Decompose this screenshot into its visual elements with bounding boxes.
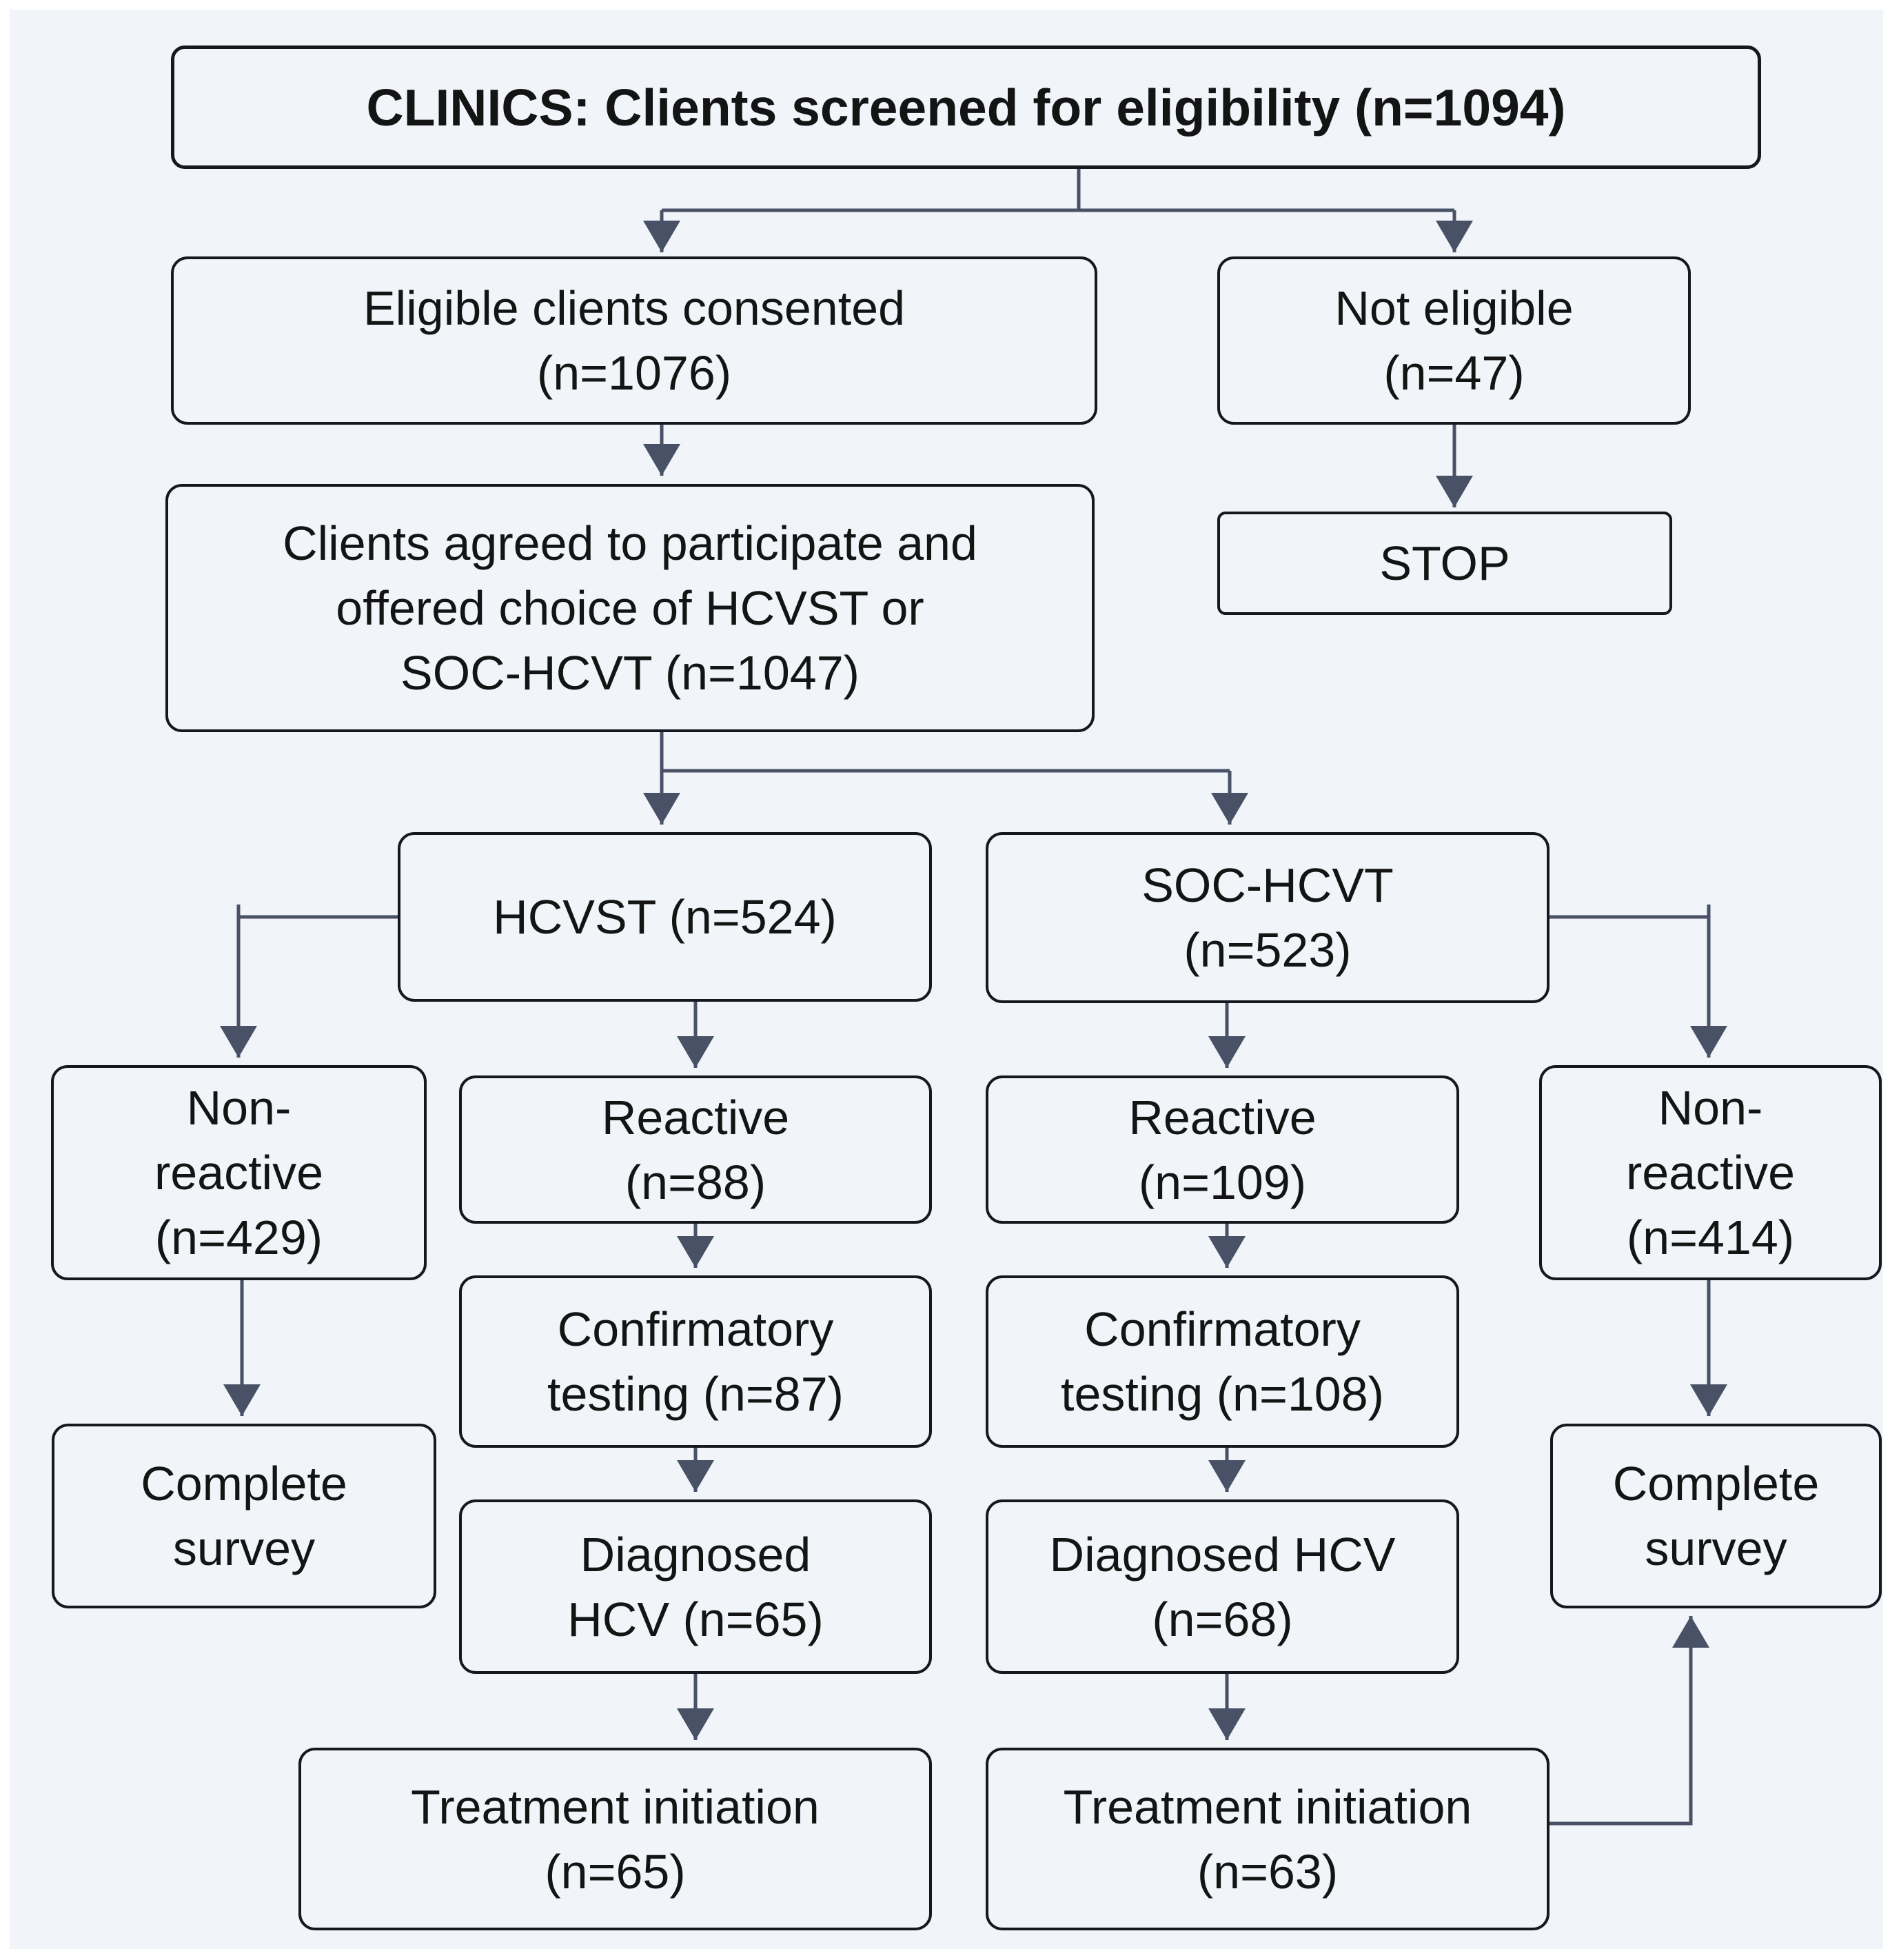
node-reactive-hcvst-line1: Reactive (601, 1090, 790, 1144)
node-non-reactive-hcvst-line3: (n=429) (154, 1211, 323, 1264)
node-soc-hcvt-line1: SOC-HCVT (1141, 858, 1394, 912)
edge-hcvst-to-nonreactive (238, 905, 398, 1058)
node-diagnosed-hcv-soc-hcvt-line1: Diagnosed HCV (1049, 1527, 1396, 1582)
node-confirmatory-testing-hcvst: Confirmatory testing (n=87) (459, 1275, 932, 1448)
node-non-reactive-hcvst: Non- reactive (n=429) (51, 1065, 427, 1280)
node-treatment-initiation-hcvst-line1: Treatment initiation (411, 1779, 820, 1834)
node-reactive-hcvst-line2: (n=88) (624, 1155, 766, 1209)
node-reactive-soc-hcvt-line1: Reactive (1128, 1090, 1317, 1144)
node-agreed-participate-line2: offered choice of HCVST or (336, 581, 924, 635)
node-reactive-hcvst: Reactive (n=88) (459, 1075, 932, 1224)
node-non-reactive-soc-hcvt-line1: Non- (1658, 1081, 1763, 1135)
node-non-reactive-hcvst-line2: reactive (154, 1146, 324, 1200)
node-complete-survey-soc-hcvt-line1: Complete (1612, 1457, 1820, 1511)
node-complete-survey-soc-hcvt: Complete survey (1550, 1424, 1882, 1608)
node-clinics-screened-label: CLINICS: Clients screened for eligibilit… (366, 78, 1566, 137)
node-complete-survey-hcvst-line1: Complete (141, 1457, 347, 1511)
node-confirmatory-testing-soc-hcvt: Confirmatory testing (n=108) (986, 1275, 1459, 1448)
node-treatment-initiation-hcvst-line2: (n=65) (545, 1844, 686, 1899)
node-complete-survey-soc-hcvt-line2: survey (1645, 1522, 1787, 1575)
node-not-eligible-line1: Not eligible (1334, 281, 1574, 335)
node-non-reactive-soc-hcvt: Non- reactive (n=414) (1539, 1065, 1882, 1280)
node-agreed-participate: Clients agreed to participate and offere… (165, 484, 1095, 732)
node-non-reactive-hcvst-line1: Non- (186, 1081, 292, 1135)
node-diagnosed-hcv-hcvst: Diagnosed HCV (n=65) (459, 1499, 932, 1674)
node-eligible-consented-line1: Eligible clients consented (363, 281, 906, 335)
node-non-reactive-soc-hcvt-line2: reactive (1625, 1146, 1796, 1200)
node-non-reactive-soc-hcvt-line3: (n=414) (1626, 1211, 1795, 1264)
node-stop: STOP (1217, 512, 1672, 615)
edge-treatment-soc-to-survey (1549, 1616, 1709, 1826)
node-stop-label: STOP (1379, 536, 1510, 590)
node-hcvst: HCVST (n=524) (398, 832, 932, 1002)
node-confirmatory-testing-hcvst-line2: testing (n=87) (547, 1367, 844, 1421)
node-complete-survey-hcvst-line2: survey (172, 1522, 316, 1575)
node-not-eligible: Not eligible (n=47) (1217, 256, 1691, 425)
node-treatment-initiation-soc-hcvt: Treatment initiation (n=63) (986, 1748, 1549, 1930)
node-agreed-participate-line1: Clients agreed to participate and (283, 516, 977, 570)
node-eligible-consented-line2: (n=1076) (536, 346, 732, 400)
node-hcvst-label: HCVST (n=524) (493, 890, 837, 944)
node-treatment-initiation-soc-hcvt-line1: Treatment initiation (1063, 1779, 1472, 1834)
node-agreed-participate-line3: SOC-HCVT (n=1047) (400, 646, 860, 700)
node-treatment-initiation-soc-hcvt-line2: (n=63) (1197, 1844, 1339, 1899)
node-confirmatory-testing-hcvst-line1: Confirmatory (557, 1302, 834, 1356)
node-clinics-screened: CLINICS: Clients screened for eligibilit… (171, 46, 1761, 169)
node-reactive-soc-hcvt-line2: (n=109) (1138, 1155, 1307, 1209)
node-diagnosed-hcv-hcvst-line1: Diagnosed (580, 1527, 811, 1582)
node-confirmatory-testing-soc-hcvt-line1: Confirmatory (1084, 1302, 1361, 1356)
node-diagnosed-hcv-soc-hcvt: Diagnosed HCV (n=68) (986, 1499, 1459, 1674)
node-eligible-consented: Eligible clients consented (n=1076) (171, 256, 1097, 425)
edge-soc-to-nonreactive (1549, 905, 1709, 1058)
node-not-eligible-line2: (n=47) (1383, 346, 1525, 400)
node-diagnosed-hcv-soc-hcvt-line2: (n=68) (1152, 1592, 1293, 1646)
node-soc-hcvt: SOC-HCVT (n=523) (986, 832, 1549, 1003)
node-soc-hcvt-line2: (n=523) (1183, 923, 1352, 977)
node-complete-survey-hcvst: Complete survey (52, 1424, 436, 1608)
node-diagnosed-hcv-hcvst-line2: HCV (n=65) (567, 1592, 824, 1646)
node-reactive-soc-hcvt: Reactive (n=109) (986, 1075, 1459, 1224)
node-treatment-initiation-hcvst: Treatment initiation (n=65) (298, 1748, 932, 1930)
node-confirmatory-testing-soc-hcvt-line2: testing (n=108) (1061, 1367, 1384, 1421)
